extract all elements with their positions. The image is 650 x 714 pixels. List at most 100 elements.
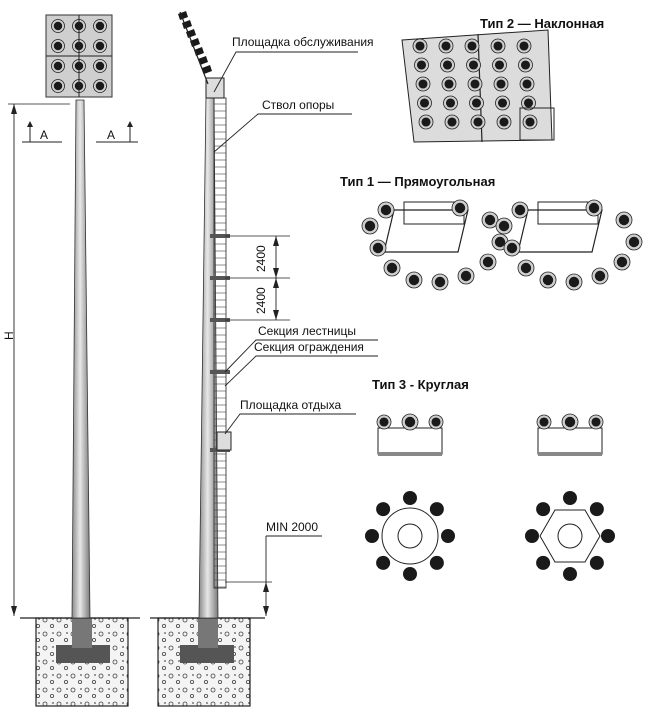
left-anchor xyxy=(72,618,92,648)
section-mark-left: A xyxy=(40,128,49,142)
type2-floodlight-lens xyxy=(471,98,482,108)
ladder-joint xyxy=(210,234,230,238)
type1-floodlight-2 xyxy=(511,201,529,219)
type2-floodlight xyxy=(415,76,431,92)
left-footing-block xyxy=(56,645,110,663)
type1-floodlight-2-lens xyxy=(588,202,600,214)
type3-plan-lamp xyxy=(601,529,615,543)
type2-floodlight xyxy=(464,38,480,54)
ladder-step-2-label: 2400 xyxy=(254,287,268,314)
type1-floodlight-1-lens xyxy=(408,274,420,286)
type2-service-rail xyxy=(519,107,555,141)
type3-plan-core xyxy=(557,523,583,549)
type2-floodlight xyxy=(495,95,510,111)
type1-floodlight-2 xyxy=(539,271,557,289)
height-dimension xyxy=(8,103,70,616)
min-height-label: MIN 2000 xyxy=(266,520,319,534)
type3-plan-lamp xyxy=(563,491,577,505)
type1-rectangular-heads xyxy=(361,199,643,291)
type2-floodlight xyxy=(466,57,481,73)
type2-floodlight-lens xyxy=(496,79,506,89)
ladder-joint xyxy=(210,318,230,322)
left-floodlight xyxy=(93,59,107,73)
section-mark-right: A xyxy=(107,128,116,142)
type2-floodlight-lens xyxy=(522,79,532,89)
type3-plan-lamp xyxy=(563,567,577,581)
type3-elev-lamp-lens xyxy=(539,417,549,427)
type2-floodlight-lens xyxy=(473,117,483,127)
left-floodlight xyxy=(51,39,65,53)
type1-frame xyxy=(517,209,603,253)
type2-floodlight xyxy=(469,95,484,111)
type2-floodlight xyxy=(493,76,509,92)
type1-floodlight-2 xyxy=(591,267,609,285)
type1-floodlight-1 xyxy=(479,253,497,271)
type1-title: Тип 1 — Прямоугольная xyxy=(340,174,496,189)
type2-title: Тип 2 — Наклонная xyxy=(480,16,605,31)
type3-elevation-cage xyxy=(537,427,603,455)
type3-plan-lamp xyxy=(589,555,604,570)
type2-floodlight xyxy=(412,38,428,54)
type2-floodlight xyxy=(521,95,536,111)
type1-floodlight-2 xyxy=(503,239,521,257)
type1-floodlight-2 xyxy=(625,233,643,251)
type2-floodlight-lens xyxy=(520,60,531,70)
left-shaft xyxy=(71,99,91,619)
type1-floodlight-2-lens xyxy=(594,270,606,282)
type2-floodlight xyxy=(440,57,455,73)
type1-floodlight-2-lens xyxy=(542,274,554,286)
type3-plan-lamp xyxy=(536,555,551,570)
type1-floodlight-1 xyxy=(491,233,509,251)
type2-floodlight-lens xyxy=(523,98,534,108)
type3-plan-lamp xyxy=(441,529,455,543)
left-floodlight xyxy=(51,59,65,73)
left-floodlight xyxy=(51,19,65,33)
type1-floodlight-2 xyxy=(613,253,631,271)
type3-plan-lamp xyxy=(429,502,444,517)
type2-floodlight-lens xyxy=(519,41,529,51)
type3-plan-lamp xyxy=(376,502,391,517)
type3-plan-lamp xyxy=(589,502,604,517)
type1-floodlight-2 xyxy=(495,217,513,235)
height-label: H xyxy=(2,331,16,340)
left-floodlight-lens xyxy=(53,21,63,31)
type2-floodlight xyxy=(438,38,454,54)
type1-floodlight-2-lens xyxy=(514,204,526,216)
type3-elev-lamp-lens xyxy=(404,416,416,428)
type1-floodlight-2-lens xyxy=(616,256,628,268)
type3-elevation-cage xyxy=(377,427,443,455)
type3-plan-hexagon xyxy=(539,509,601,563)
type2-floodlight-lens xyxy=(442,60,453,70)
type2-floodlight xyxy=(516,38,532,54)
service-platform-label: Площадка обслуживания xyxy=(232,35,374,49)
rest-platform-box xyxy=(216,431,232,451)
type2-floodlight-lens xyxy=(525,117,535,127)
ladder-joint xyxy=(210,370,230,374)
type1-floodlight-2 xyxy=(585,199,603,217)
type2-floodlight xyxy=(519,76,535,92)
type2-floodlight-lens xyxy=(470,79,480,89)
type2-floodlight xyxy=(444,114,460,130)
type3-elev-lamp xyxy=(561,413,579,431)
type1-floodlight-1-lens xyxy=(372,242,384,254)
type3-elev-lamp xyxy=(401,413,419,431)
type2-floodlight xyxy=(418,114,434,130)
left-floodlight-lens xyxy=(95,21,105,31)
ladder-joint xyxy=(210,276,230,280)
type3-plan-lamp xyxy=(536,502,551,517)
type2-floodlight xyxy=(490,38,506,54)
type2-tilted-head xyxy=(401,29,555,143)
left-floodlight-lens xyxy=(95,81,105,91)
type1-floodlight-1-lens xyxy=(484,214,496,226)
type3-elev-lamp xyxy=(428,414,444,430)
type1-floodlight-1 xyxy=(369,239,387,257)
type2-floodlight-lens xyxy=(494,60,505,70)
type2-floodlight xyxy=(443,95,458,111)
type2-floodlight-lens xyxy=(419,98,430,108)
left-floodlight-lens xyxy=(95,61,105,71)
type2-floodlight xyxy=(496,114,512,130)
type1-floodlight-2-lens xyxy=(628,236,640,248)
type1-floodlight-1-lens xyxy=(434,276,446,288)
right-head-bracket xyxy=(179,11,209,85)
